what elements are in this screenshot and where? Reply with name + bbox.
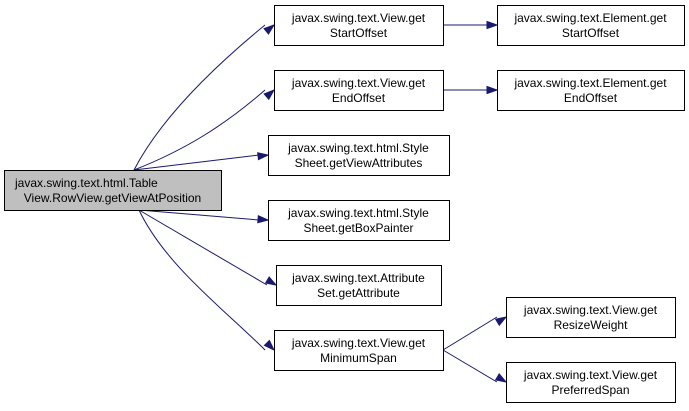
edge-line [133,154,260,171]
edges-layer [133,20,508,383]
edge-root-to-view-getminimumspan [138,209,276,352]
edge-root-to-stylesheet-getboxpainter [138,209,270,224]
node-label-line: View.RowView.getViewAtPosition [24,191,201,205]
edge-line [442,316,498,351]
node-label-line: javax.swing.text.View.get [523,368,658,382]
node-stylesheet-getboxpainter[interactable]: javax.swing.text.html.StyleSheet.getBoxP… [268,200,450,241]
node-box [4,170,222,211]
node-stylesheet-getviewattributes[interactable]: javax.swing.text.html.StyleSheet.getView… [268,135,450,176]
node-label-line: PreferredSpan [551,383,629,397]
edge-line [442,349,498,383]
edge-view-getminimumspan-to-view-getresizeweight [442,316,508,351]
node-box [274,70,444,111]
node-label-line: javax.swing.text.View.get [291,11,426,25]
node-label-line: EndOffset [332,91,386,105]
node-box [274,330,444,371]
arrowhead [257,152,270,161]
node-box [497,70,685,111]
node-box [506,297,676,338]
node-box [497,5,685,46]
node-label-line: javax.swing.text.html.Style [287,141,429,155]
arrowhead [264,276,278,286]
node-label-line: StartOffset [562,26,620,40]
node-label-line: javax.swing.text.Attribute [291,271,425,285]
node-label-line: Sheet.getBoxPainter [303,221,413,235]
edge-view-getendoffset-to-element-getendoffset [443,85,499,95]
arrowhead [486,85,499,95]
edge-line [138,209,268,286]
node-box [274,5,444,46]
edge-view-getstartoffset-to-element-getstartoffset [443,20,499,30]
node-box [276,265,442,306]
node-label-line: StartOffset [330,26,388,40]
edge-root-to-view-getendoffset [133,89,276,171]
nodes-layer: javax.swing.text.html.TableView.RowView.… [4,5,685,403]
arrowhead [257,214,270,224]
node-root[interactable]: javax.swing.text.html.TableView.RowView.… [4,170,222,211]
node-label-line: javax.swing.text.View.get [291,336,426,350]
arrowhead [263,24,276,35]
edge-view-getminimumspan-to-view-getpreferredspan [442,349,508,383]
node-box [506,362,676,403]
arrowhead [494,316,508,327]
node-label-line: javax.swing.text.Element.get [513,76,667,90]
node-label-line: javax.swing.text.html.Style [287,206,429,220]
node-label-line: EndOffset [564,91,618,105]
node-label-line: javax.swing.text.View.get [291,76,426,90]
edge-root-to-stylesheet-getviewattributes [133,152,270,171]
node-box [268,200,450,241]
node-label-line: javax.swing.text.View.get [523,303,658,317]
edge-root-to-attributeset-getattribute [138,209,278,286]
edge-line [133,24,266,171]
arrowhead [494,373,508,383]
edge-line [138,209,260,221]
node-label-line: javax.swing.text.Element.get [513,11,667,25]
node-label-line: ResizeWeight [554,318,628,332]
node-label-line: javax.swing.text.html.Table [14,176,158,190]
arrowhead [486,20,499,30]
arrowhead [263,339,276,352]
edge-root-to-view-getstartoffset [133,24,276,171]
node-label-line: MinimumSpan [320,351,397,365]
edge-line [133,89,266,171]
arrowhead [263,89,276,101]
node-label-line: Set.getAttribute [317,286,400,300]
edge-line [138,209,266,351]
node-attributeset-getattribute[interactable]: javax.swing.text.AttributeSet.getAttribu… [276,265,442,306]
node-box [268,135,450,176]
node-label-line: Sheet.getViewAttributes [295,156,423,170]
